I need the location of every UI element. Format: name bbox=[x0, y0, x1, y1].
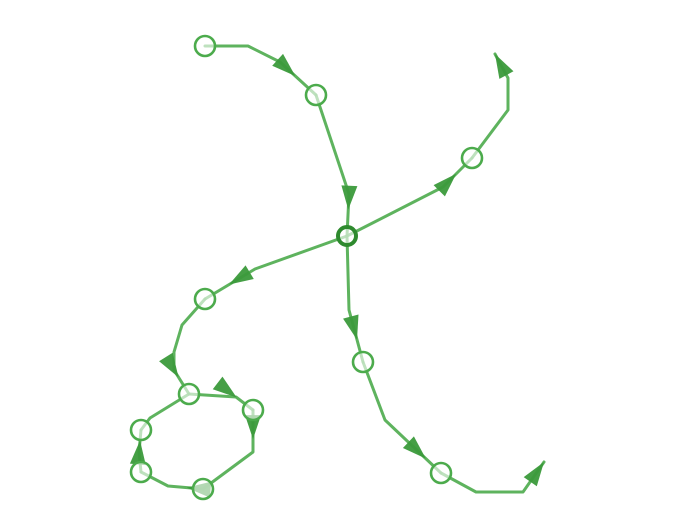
arrowhead-n4-end-top-right bbox=[495, 54, 514, 79]
node-n11 bbox=[351, 350, 375, 374]
arrows-layer bbox=[129, 53, 544, 498]
arrowhead-hub-n4 bbox=[433, 173, 457, 197]
arrowhead-n5-n6 bbox=[159, 352, 179, 378]
node-n4 bbox=[460, 146, 484, 170]
arrowhead-n11-n12 bbox=[402, 436, 426, 459]
node-n12 bbox=[429, 461, 453, 485]
nodes-layer bbox=[129, 34, 484, 501]
junction-node bbox=[336, 225, 358, 247]
arrowhead-n12-end-bottom-right bbox=[523, 462, 544, 487]
arrowhead-n6-n7 bbox=[212, 376, 237, 398]
node-n10 bbox=[129, 418, 153, 442]
edge-n11-n12 bbox=[361, 360, 443, 475]
edge-n1-n2 bbox=[203, 44, 318, 97]
edge-hub-n11 bbox=[345, 234, 365, 364]
node-n1 bbox=[193, 34, 217, 58]
arrowhead-n1-n2 bbox=[272, 53, 296, 77]
edge-n2-hub bbox=[314, 93, 351, 238]
edge-hub-n4 bbox=[345, 156, 474, 238]
node-n6 bbox=[177, 382, 201, 406]
arrowhead-n2-hub bbox=[341, 185, 358, 210]
node-n7 bbox=[241, 398, 265, 422]
arrowhead-n9-n10 bbox=[129, 440, 146, 466]
arrowhead-hub-n5 bbox=[229, 265, 254, 285]
edge-n7-n8 bbox=[201, 408, 255, 491]
arrowhead-hub-n11 bbox=[343, 314, 359, 340]
edge-n5-n6 bbox=[172, 297, 207, 396]
edge-hub-n5 bbox=[203, 234, 349, 301]
node-n8 bbox=[191, 477, 215, 501]
node-n2 bbox=[304, 83, 328, 107]
arrowhead-n7-n8 bbox=[245, 415, 261, 440]
edges-layer bbox=[137, 44, 546, 494]
node-n9 bbox=[129, 460, 153, 484]
node-n5 bbox=[193, 287, 217, 311]
